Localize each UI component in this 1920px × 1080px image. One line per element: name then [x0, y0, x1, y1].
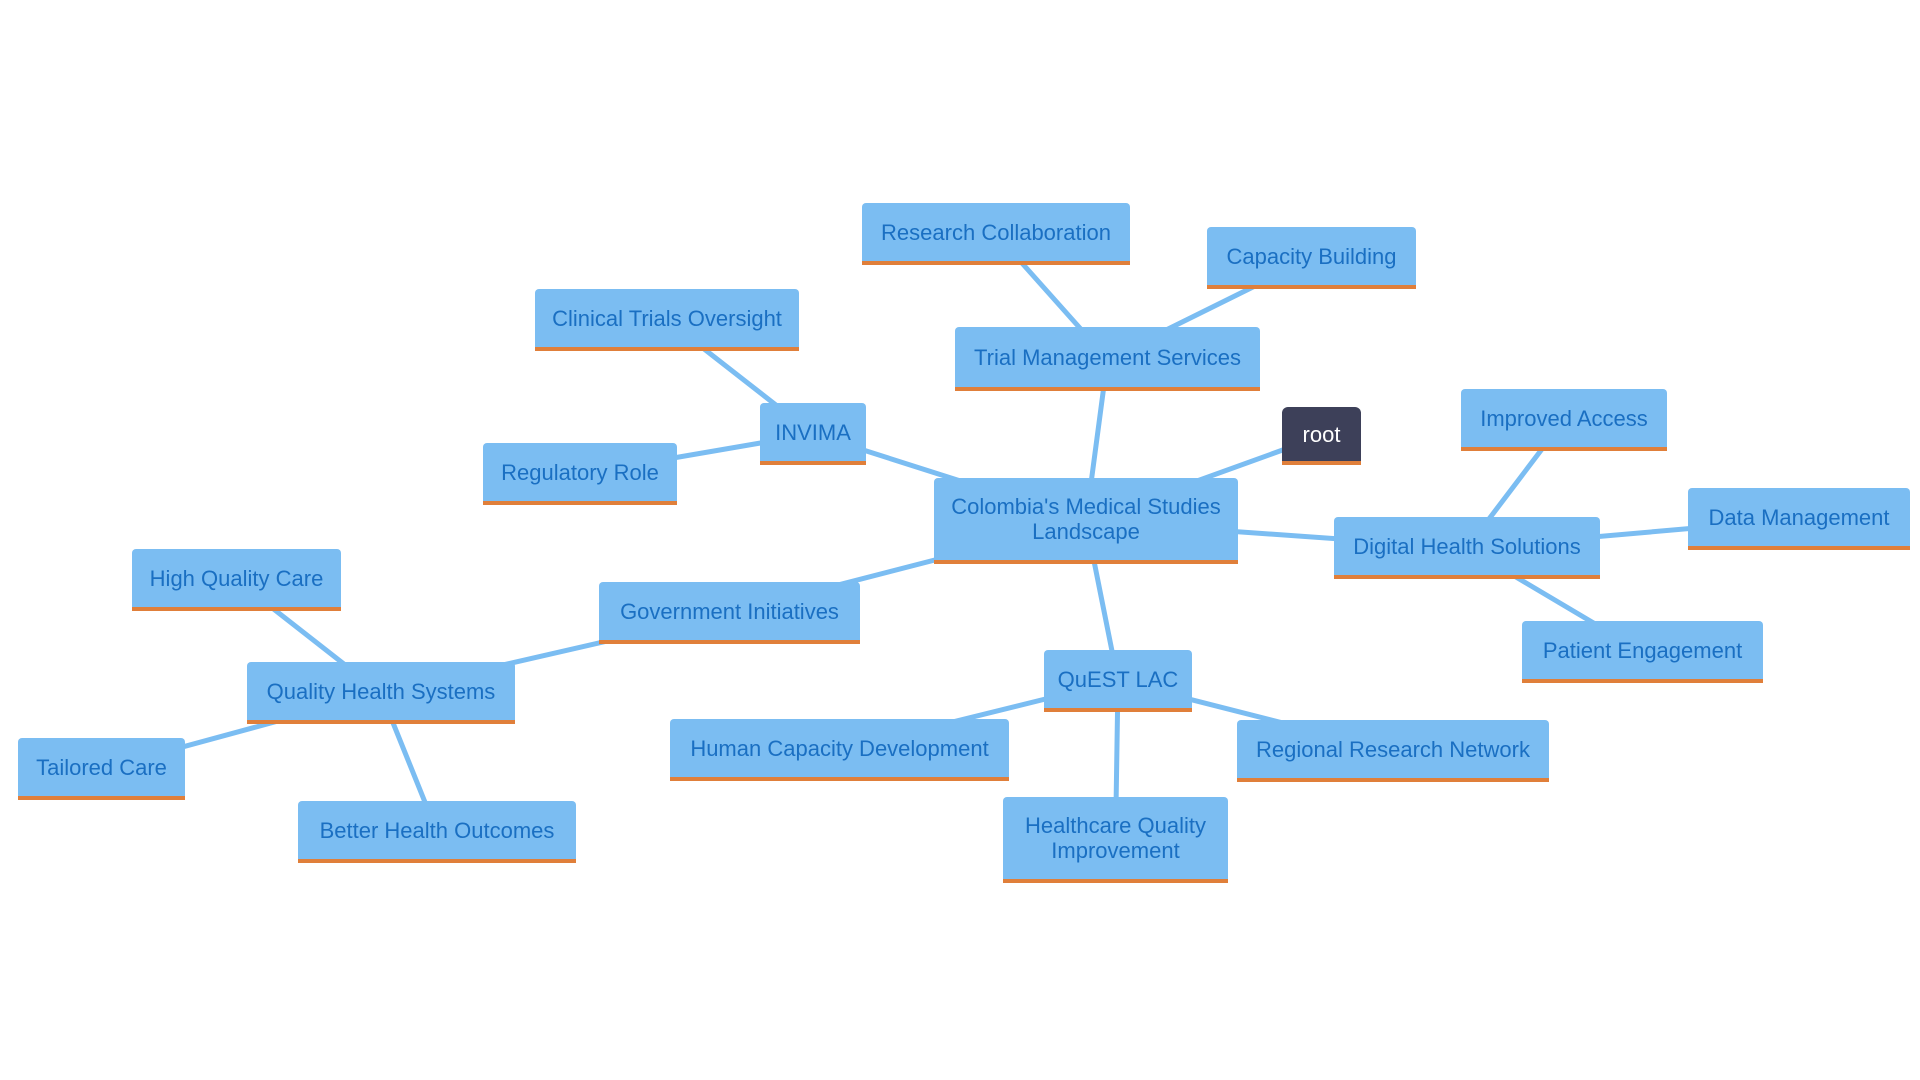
node-regional-research-network[interactable]: Regional Research Network — [1237, 720, 1549, 782]
node-patient-engagement[interactable]: Patient Engagement — [1522, 621, 1763, 683]
node-healthcare-quality-improvement[interactable]: Healthcare Quality Improvement — [1003, 797, 1228, 883]
node-digital-health-solutions[interactable]: Digital Health Solutions — [1334, 517, 1600, 579]
node-high-quality-care[interactable]: High Quality Care — [132, 549, 341, 611]
node-tailored-care[interactable]: Tailored Care — [18, 738, 185, 800]
node-government-initiatives[interactable]: Government Initiatives — [599, 582, 860, 644]
node-root[interactable]: root — [1282, 407, 1361, 465]
node-clinical-trials-oversight[interactable]: Clinical Trials Oversight — [535, 289, 799, 351]
node-research-collaboration[interactable]: Research Collaboration — [862, 203, 1130, 265]
node-quest-lac[interactable]: QuEST LAC — [1044, 650, 1192, 712]
node-colombias-medical-studies-landscape[interactable]: Colombia's Medical Studies Landscape — [934, 478, 1238, 564]
node-quality-health-systems[interactable]: Quality Health Systems — [247, 662, 515, 724]
node-regulatory-role[interactable]: Regulatory Role — [483, 443, 677, 505]
node-data-management[interactable]: Data Management — [1688, 488, 1910, 550]
node-improved-access[interactable]: Improved Access — [1461, 389, 1667, 451]
node-better-health-outcomes[interactable]: Better Health Outcomes — [298, 801, 576, 863]
node-capacity-building[interactable]: Capacity Building — [1207, 227, 1416, 289]
node-trial-management-services[interactable]: Trial Management Services — [955, 327, 1260, 391]
node-human-capacity-development[interactable]: Human Capacity Development — [670, 719, 1009, 781]
node-invima[interactable]: INVIMA — [760, 403, 866, 465]
